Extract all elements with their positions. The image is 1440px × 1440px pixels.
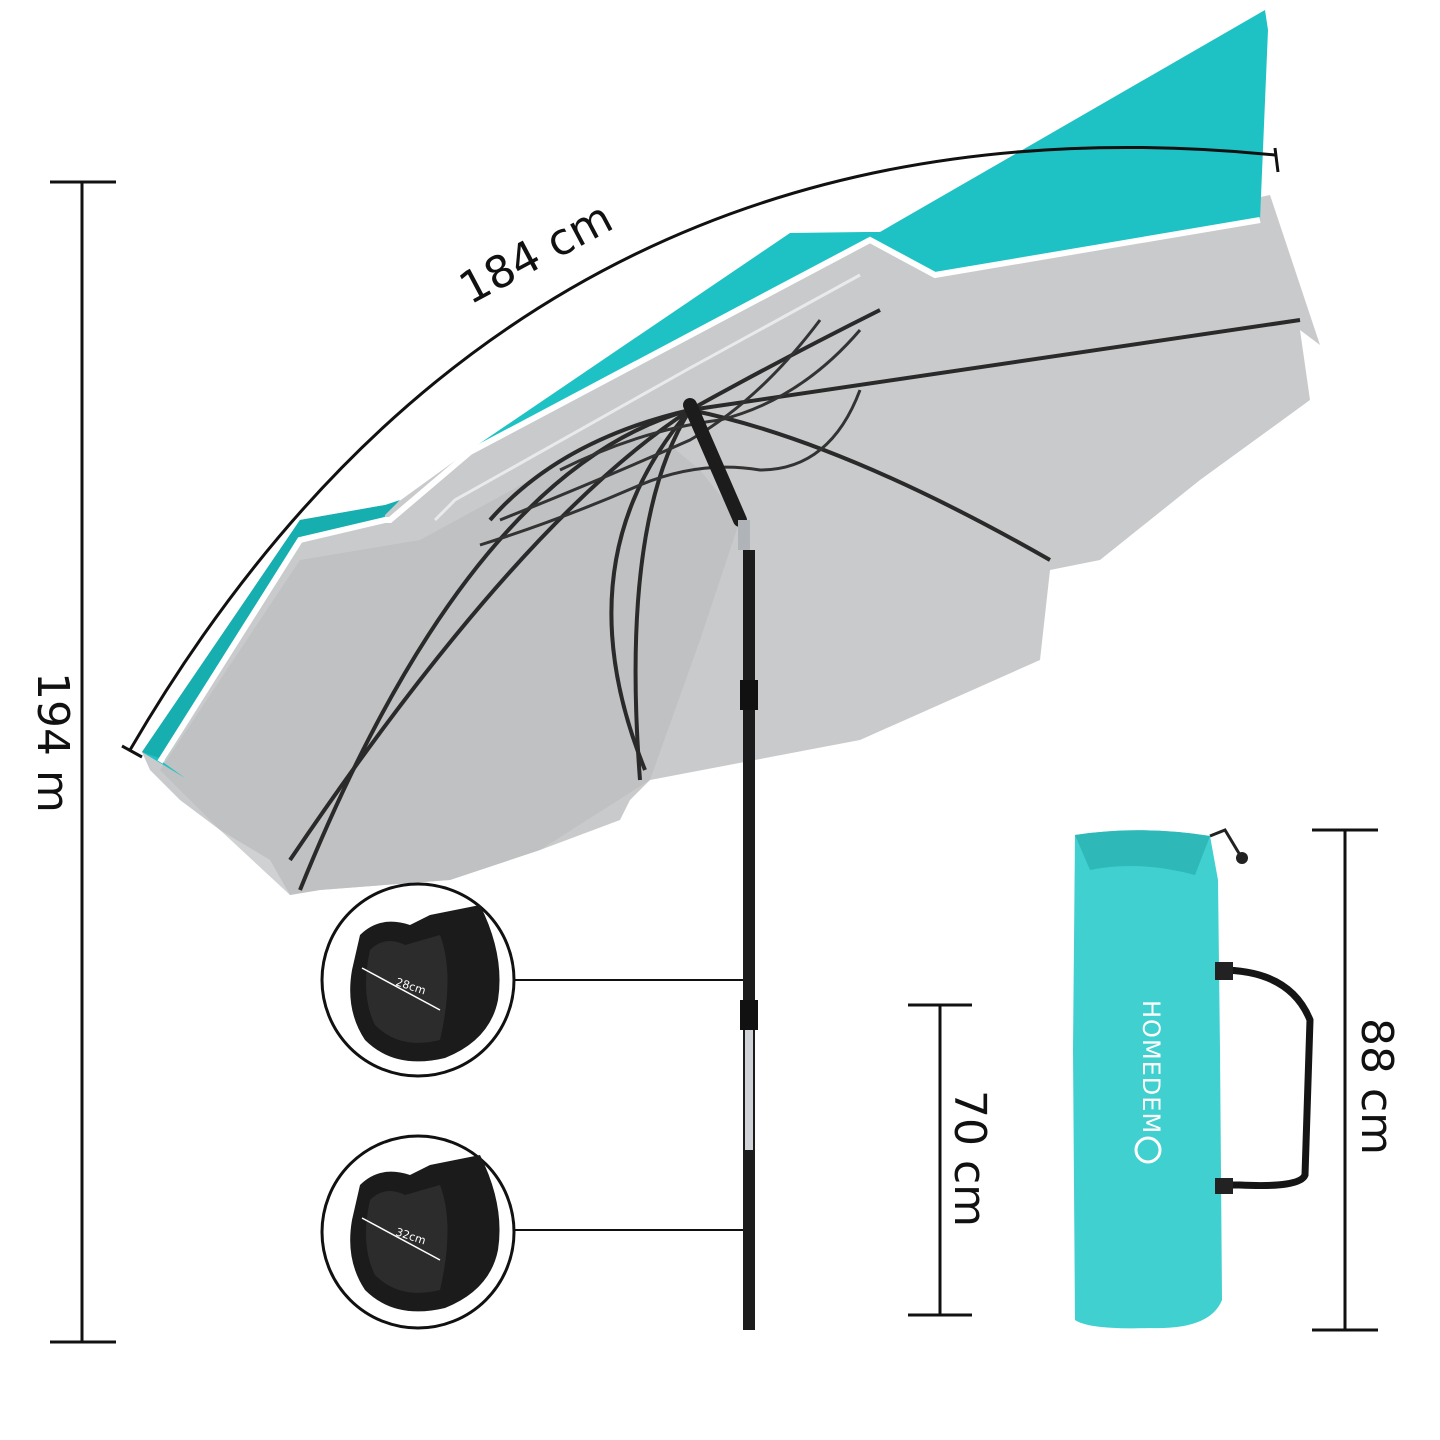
folded-segment-dimension: 70 cm [908,1003,995,1317]
umbrella-pole [683,398,758,1330]
bag-strap [1219,966,1314,1190]
bag-body [1073,830,1222,1329]
brand-logo-icon [1134,1136,1162,1164]
canopy-edge-trim [157,217,1261,764]
canopy-top-shade [142,500,400,760]
total-height-dimension: 194 m [27,180,116,1344]
canopy-arc-line [128,145,1276,751]
total-height-label: 194 m [27,672,78,813]
umbrella-inner-frame [479,319,862,547]
carry-bag-illustration: HOMEDEM [1073,828,1314,1329]
canopy-inner-trim [433,273,861,522]
tube-cross-section-lower: 32cm [320,1134,516,1330]
canopy-underside-shade [160,420,740,895]
tube-cross-section-upper: 28cm [320,882,516,1078]
folded-segment-label: 70 cm [944,1090,995,1227]
umbrella-ribs [288,308,1301,891]
umbrella-illustration [142,10,1320,1330]
bag-drawstring-top [1075,830,1210,875]
bag-brand-label: HOMEDEM [1137,1000,1165,1134]
bag-length-label: 88 cm [1351,1018,1402,1155]
canopy-top [142,10,1268,778]
canopy-width-label: 184 cm [451,192,621,315]
bag-length-dimension: 88 cm [1312,828,1402,1332]
